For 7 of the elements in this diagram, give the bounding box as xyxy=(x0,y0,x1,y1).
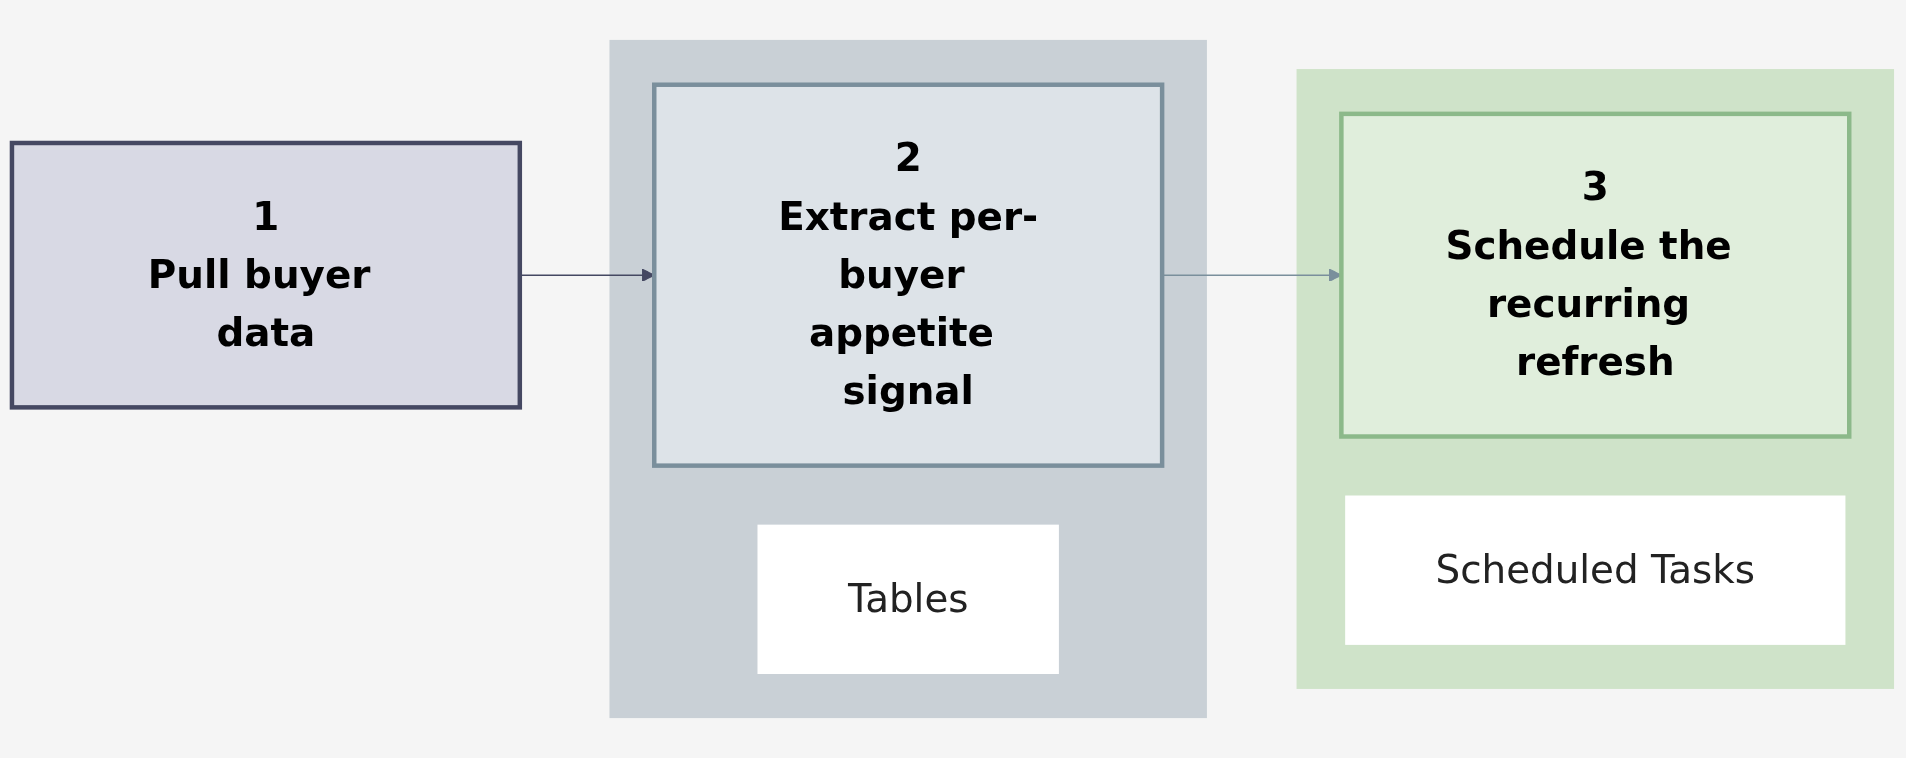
node-box: 2 Extract per-buyer appetite signal xyxy=(652,82,1165,468)
node-box: 1 Pull buyer data xyxy=(9,140,523,410)
cluster xyxy=(609,39,1207,719)
node-box: 3 Schedule the recurring refresh xyxy=(1339,111,1852,439)
node-box: Tables xyxy=(757,524,1059,674)
node-box: Scheduled Tasks xyxy=(1345,495,1846,645)
cluster xyxy=(1296,69,1895,689)
